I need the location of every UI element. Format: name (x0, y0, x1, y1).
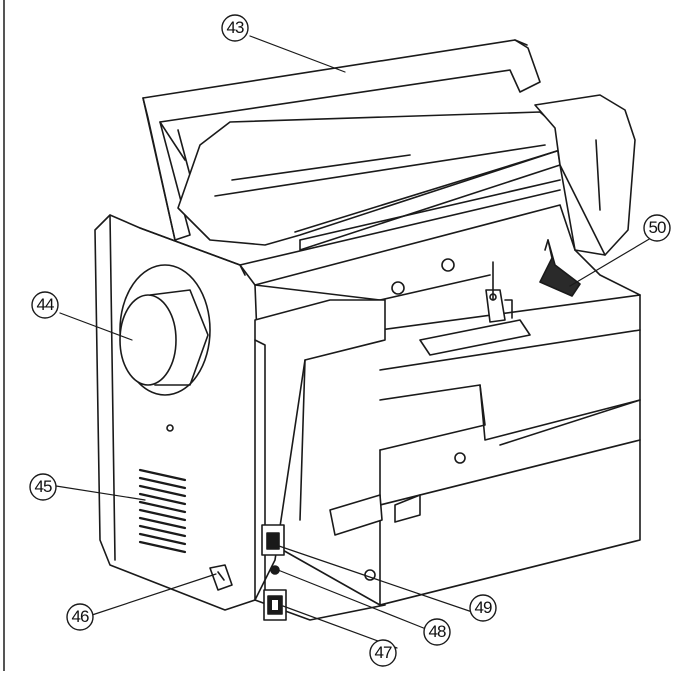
carrying-handle (142, 39, 541, 241)
power-switch (261, 524, 285, 556)
machine-head (534, 94, 636, 256)
callout-circle (369, 639, 397, 667)
callout-number: 45 (34, 477, 53, 496)
top-cover (177, 111, 561, 251)
callout-number: 43 (226, 18, 245, 37)
callout-circle (469, 594, 497, 622)
callout-49: 49 (468, 593, 498, 623)
callout-46: 46 (65, 602, 95, 632)
callout-number: 49 (474, 598, 493, 617)
callout-circle (423, 618, 451, 646)
drop-feed-lever (209, 564, 233, 591)
machine-body (94, 179, 641, 621)
needle-area (364, 258, 513, 581)
ventilation-grille (138, 468, 187, 554)
callout-number: 44 (36, 295, 55, 314)
page-edge-line (3, 0, 5, 671)
handwheel (119, 264, 211, 432)
machine-socket (263, 589, 287, 621)
callout-number: 50 (648, 218, 667, 237)
callout-45: 45 (28, 472, 58, 502)
callout-number: 48 (428, 622, 447, 641)
callout-50: 50 (642, 213, 672, 243)
callout-number: 46 (71, 607, 90, 626)
side-panel (254, 299, 386, 601)
callout-circle (29, 473, 57, 501)
callout-43: 43 (220, 13, 250, 43)
callout-circle (31, 291, 59, 319)
callout-47: 47 (368, 638, 398, 668)
callout-circle (66, 603, 94, 631)
callout-circle (221, 14, 249, 42)
callout-48: 48 (422, 617, 452, 647)
callout-44: 44 (30, 290, 60, 320)
callout-number: 47 (374, 643, 393, 662)
callout-circle (643, 214, 671, 242)
presser-foot-lifter (539, 239, 581, 297)
